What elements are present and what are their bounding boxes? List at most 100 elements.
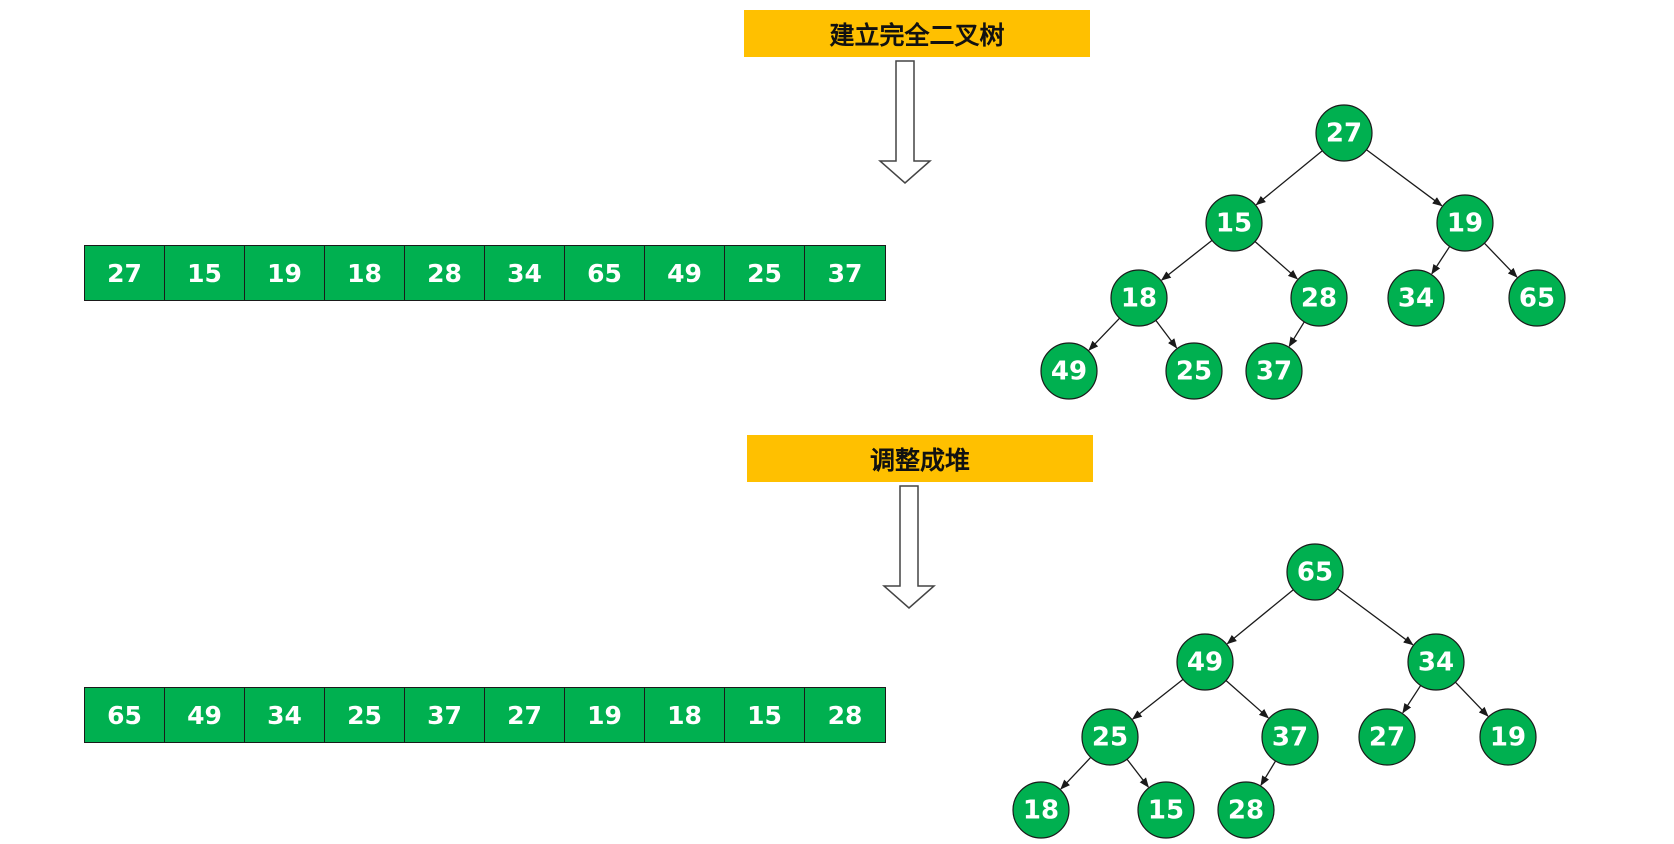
tree-node: 37: [1261, 708, 1319, 766]
tree-node: 34: [1407, 633, 1465, 691]
tree-node-circle: [1205, 194, 1263, 252]
tree-node: 28: [1290, 269, 1348, 327]
array-cell: 65: [565, 246, 645, 300]
tree-node-circle: [1286, 543, 1344, 601]
array-cell: 65: [85, 688, 165, 742]
tree-node-label: 37: [1256, 357, 1292, 387]
tree-node-label: 19: [1447, 209, 1483, 239]
array-cell: 37: [805, 246, 885, 300]
tree-node: 15: [1205, 194, 1263, 252]
tree-node-label: 18: [1023, 796, 1059, 826]
down-arrow-icon: [878, 60, 932, 184]
tree-node-circle: [1040, 342, 1098, 400]
tree-edge: [1131, 678, 1184, 720]
tree-node-label: 28: [1301, 284, 1337, 314]
tree-edge: [1126, 758, 1149, 788]
tree-node-circle: [1165, 342, 1223, 400]
down-arrow-icon: [882, 485, 936, 609]
tree-node: 65: [1286, 543, 1344, 601]
tree-edge: [1366, 149, 1443, 207]
tree-node-circle: [1290, 269, 1348, 327]
tree-node: 15: [1137, 781, 1195, 839]
tree-node-label: 49: [1187, 648, 1223, 678]
tree-node-label: 18: [1121, 284, 1157, 314]
array-cell: 15: [165, 246, 245, 300]
tree-node-circle: [1479, 708, 1537, 766]
tree-edge: [1060, 756, 1092, 790]
tree-node-circle: [1081, 708, 1139, 766]
tree-node: 27: [1358, 708, 1416, 766]
tree-node-label: 34: [1418, 648, 1454, 678]
array-cell: 37: [405, 688, 485, 742]
array-cell: 34: [485, 246, 565, 300]
array-cell: 49: [645, 246, 725, 300]
tree-node-label: 49: [1051, 357, 1087, 387]
tree-edge: [1431, 246, 1451, 275]
tree-node-circle: [1245, 342, 1303, 400]
tree-node: 19: [1436, 194, 1494, 252]
tree-node: 25: [1081, 708, 1139, 766]
array-cell: 28: [805, 688, 885, 742]
tree-node-label: 15: [1216, 209, 1252, 239]
step2-title: 调整成堆: [869, 445, 970, 475]
tree-node-circle: [1176, 633, 1234, 691]
tree-node-label: 37: [1272, 723, 1308, 753]
tree-node: 49: [1176, 633, 1234, 691]
tree-node-circle: [1315, 104, 1373, 162]
step1-tree: 27 15 19 18 28 34 65 49 25 37: [1040, 104, 1566, 400]
tree-node-label: 65: [1519, 284, 1555, 314]
tree-edge: [1454, 681, 1489, 717]
array-cell: 15: [725, 688, 805, 742]
tree-edge: [1288, 321, 1305, 348]
tree-node-label: 25: [1176, 357, 1212, 387]
tree-node-label: 34: [1398, 284, 1434, 314]
tree-node: 18: [1110, 269, 1168, 327]
array-cell: 28: [405, 246, 485, 300]
tree-node-circle: [1508, 269, 1566, 327]
array-cell: 34: [245, 688, 325, 742]
tree-node-label: 65: [1297, 558, 1333, 588]
tree-node-circle: [1137, 781, 1195, 839]
tree-edge: [1260, 760, 1277, 787]
step1-title: 建立完全二叉树: [829, 20, 1005, 50]
tree-edge: [1483, 242, 1518, 278]
tree-node-circle: [1012, 781, 1070, 839]
tree-node: 19: [1479, 708, 1537, 766]
tree-node: 28: [1217, 781, 1275, 839]
array-cell: 19: [245, 246, 325, 300]
tree-node: 25: [1165, 342, 1223, 400]
tree-node-circle: [1217, 781, 1275, 839]
tree-node: 65: [1508, 269, 1566, 327]
tree-edge: [1254, 241, 1299, 280]
tree-edge: [1088, 317, 1121, 351]
tree-node-label: 25: [1092, 723, 1128, 753]
tree-edge: [1226, 589, 1294, 645]
tree-node-label: 19: [1490, 723, 1526, 753]
tree-node: 37: [1245, 342, 1303, 400]
tree-node: 34: [1387, 269, 1445, 327]
tree-node: 27: [1315, 104, 1373, 162]
tree-node-circle: [1407, 633, 1465, 691]
array-cell: 49: [165, 688, 245, 742]
tree-edge: [1155, 319, 1178, 349]
step2-tree: 65 49 34 25 37 27 19 18 15 28: [1012, 543, 1537, 839]
tree-node: 49: [1040, 342, 1098, 400]
tree-node-label: 27: [1326, 119, 1362, 149]
tree-node-circle: [1261, 708, 1319, 766]
tree-edge: [1225, 680, 1270, 719]
tree-node-circle: [1358, 708, 1416, 766]
array-cell: 27: [85, 246, 165, 300]
array-cell: 19: [565, 688, 645, 742]
tree-node-circle: [1436, 194, 1494, 252]
array-cell: 25: [325, 688, 405, 742]
array-cell: 27: [485, 688, 565, 742]
tree-node-label: 15: [1148, 796, 1184, 826]
tree-node: 18: [1012, 781, 1070, 839]
tree-node-label: 28: [1228, 796, 1264, 826]
array-cell: 18: [645, 688, 725, 742]
tree-node-circle: [1387, 269, 1445, 327]
array-cell: 18: [325, 246, 405, 300]
